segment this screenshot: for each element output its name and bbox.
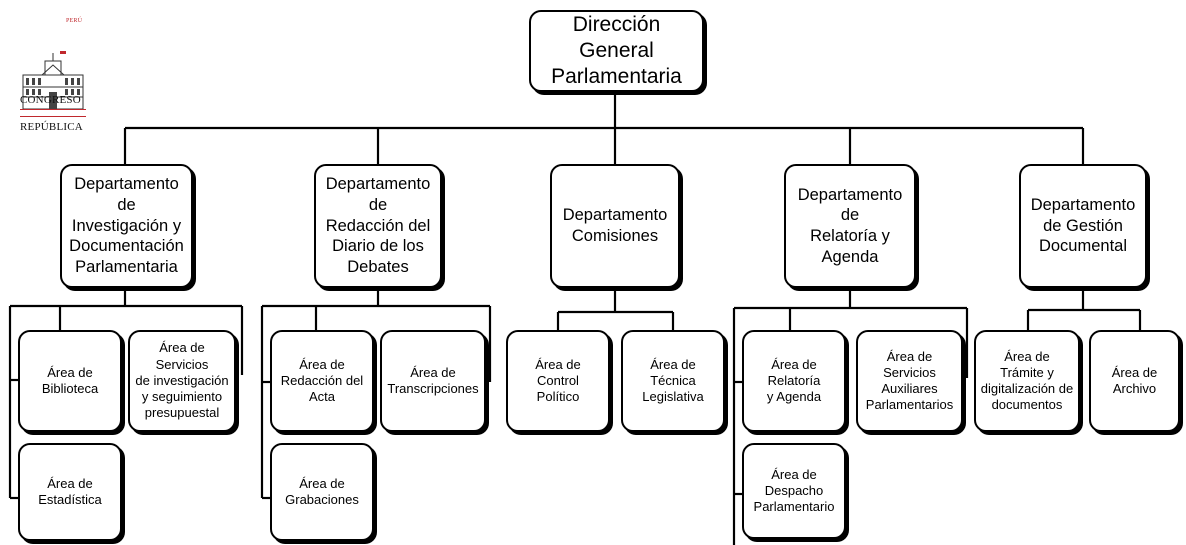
area-servicios-auxiliares: Área de Servicios Auxiliares Parlamentar… xyxy=(856,330,963,432)
congress-building-icon xyxy=(22,51,84,110)
root-node: Dirección General Parlamentaria xyxy=(529,10,704,92)
area-grabaciones: Área de Grabaciones xyxy=(270,443,374,541)
department-gestion-documental: Departamento de Gestión Documental xyxy=(1019,164,1147,288)
area-redaccion-acta: Área de Redacción del Acta xyxy=(270,330,374,432)
department-relatoria: Departamento de Relatoría y Agenda xyxy=(784,164,916,288)
logo-rule xyxy=(20,109,86,117)
department-label: Departamento Comisiones xyxy=(562,206,668,245)
area-label: Área de Servicios Auxiliares Parlamentar… xyxy=(865,348,954,413)
logo-text-congreso: CONGRESO xyxy=(20,94,81,106)
area-label: Área de Biblioteca xyxy=(41,364,99,396)
area-label: Área de Estadística xyxy=(38,475,102,507)
area-relatoria-agenda: Área de Relatoría y Agenda xyxy=(742,330,846,432)
department-label: Departamento de Redacción del Diario de … xyxy=(325,175,431,276)
department-label: Departamento de Investigación y Document… xyxy=(69,175,184,276)
department-label: Departamento de Relatoría y Agenda xyxy=(797,185,903,266)
area-label: Área de Técnica Legislativa xyxy=(642,356,704,405)
department-comisiones: Departamento Comisiones xyxy=(550,164,680,288)
area-label: Área de Trámite y digitalización de docu… xyxy=(980,348,1074,413)
area-transcripciones: Área de Transcripciones xyxy=(380,330,486,432)
area-servicios-investigacion: Área de Servicios de investigación y seg… xyxy=(128,330,236,432)
area-tecnica-legislativa: Área de Técnica Legislativa xyxy=(621,330,725,432)
area-label: Área de Control Político xyxy=(535,356,581,405)
area-tramite-digitalizacion: Área de Trámite y digitalización de docu… xyxy=(974,330,1080,432)
area-biblioteca: Área de Biblioteca xyxy=(18,330,122,432)
logo-country: PERÚ xyxy=(66,18,83,24)
area-label: Área de Archivo xyxy=(1111,364,1158,396)
root-label: Dirección General Parlamentaria xyxy=(551,12,682,89)
department-investigacion: Departamento de Investigación y Document… xyxy=(60,164,193,288)
area-archivo: Área de Archivo xyxy=(1089,330,1180,432)
area-label: Área de Transcripciones xyxy=(387,364,479,396)
area-label: Área de Despacho Parlamentario xyxy=(753,466,835,515)
logo-text-republica: REPÚBLICA xyxy=(20,121,83,133)
area-estadistica: Área de Estadística xyxy=(18,443,122,541)
area-label: Área de Servicios de investigación y seg… xyxy=(135,340,229,421)
area-label: Área de Relatoría y Agenda xyxy=(766,356,822,405)
area-control-politico: Área de Control Político xyxy=(506,330,610,432)
area-label: Área de Redacción del Acta xyxy=(280,356,364,405)
area-despacho-parlamentario: Área de Despacho Parlamentario xyxy=(742,443,846,539)
area-label: Área de Grabaciones xyxy=(285,475,359,507)
department-redaccion: Departamento de Redacción del Diario de … xyxy=(314,164,442,288)
department-label: Departamento de Gestión Documental xyxy=(1030,196,1136,256)
